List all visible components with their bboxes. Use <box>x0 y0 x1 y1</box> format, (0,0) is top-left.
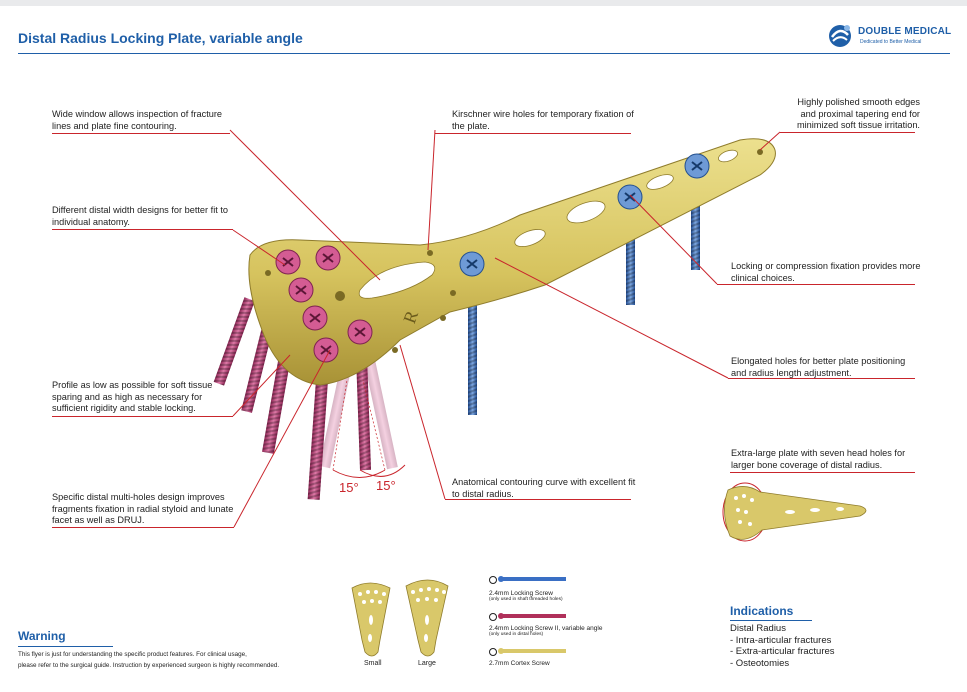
callout-rule <box>780 132 915 133</box>
screw-name: 2.4mm Locking Screw II, variable angle <box>489 625 603 632</box>
angle-label-left: 15° <box>339 480 359 495</box>
large-plate-thumb <box>405 579 449 657</box>
screw-bullet <box>489 613 497 621</box>
callout-rule <box>435 133 631 134</box>
screw-bullet <box>489 576 497 584</box>
callout-rule <box>445 499 631 500</box>
distal-screws-pink <box>213 297 398 500</box>
size-label-large: Large <box>418 660 436 667</box>
indications-divider <box>730 620 812 621</box>
brand-name: DOUBLE MEDICAL <box>858 26 952 37</box>
callout-kirschner: Kirschner wire holes for temporary fixat… <box>452 109 634 131</box>
screw-name: 2.4mm Locking Screw <box>489 590 553 597</box>
screw-name: 2.7mm Cortex Screw <box>489 660 550 667</box>
callout-rule <box>52 527 234 528</box>
warning-divider <box>18 646 113 647</box>
warning-line: This flyer is just for understanding the… <box>18 651 247 658</box>
warning-title: Warning <box>18 629 66 643</box>
callout-rule <box>52 229 233 230</box>
indication-item: Distal Radius <box>730 623 786 634</box>
callout-profile: Profile as low as possible for soft tiss… <box>52 380 213 413</box>
screw-item: 2.7mm Cortex Screw <box>489 660 550 667</box>
shaft-screws-blue <box>468 170 700 415</box>
screw-legend-icons <box>498 576 566 654</box>
callout-extra-large: Extra-large plate with seven head holes … <box>731 448 906 470</box>
callout-anatomical: Anatomical contouring curve with excelle… <box>452 477 636 499</box>
callout-rule <box>52 416 233 417</box>
indication-item: - Extra-articular fractures <box>730 646 835 657</box>
screw-item: 2.4mm Locking Screw II, variable angle (… <box>489 625 602 637</box>
plate-body <box>248 138 776 386</box>
callout-rule <box>52 133 230 134</box>
page-title: Distal Radius Locking Plate, variable an… <box>18 30 303 46</box>
warning-line: please refer to the surgical guide. Inst… <box>18 662 280 669</box>
size-label-small: Small <box>364 660 382 667</box>
title-divider <box>18 53 950 54</box>
callout-wide-window: Wide window allows inspection of fractur… <box>52 109 223 131</box>
warning-text: This flyer is just for understanding the… <box>18 649 338 671</box>
callout-rule <box>717 284 915 285</box>
screw-bullet <box>489 648 497 656</box>
indication-item: - Osteotomies <box>730 657 790 669</box>
angle-label-right: 15° <box>376 478 396 493</box>
callout-distal-width: Different distal width designs for bette… <box>52 205 229 227</box>
extra-large-plate-thumb <box>722 482 867 542</box>
page-top-border <box>0 0 967 6</box>
screw-note: (only used in shaft threaded holes) <box>489 597 563 602</box>
indications-title: Indications <box>730 604 794 618</box>
callout-polished: Highly polished smooth edges and proxima… <box>796 97 920 130</box>
callout-locking: Locking or compression fixation provides… <box>731 261 921 283</box>
screw-item: 2.4mm Locking Screw (only used in shaft … <box>489 590 563 602</box>
indication-item: - Intra-articular fractures <box>730 634 832 646</box>
indications-list: Distal Radius - Intra-articular fracture… <box>730 623 835 669</box>
callout-elongated: Elongated holes for better plate positio… <box>731 356 906 378</box>
double-medical-logo-icon <box>829 25 851 47</box>
brand-tagline: Dedicated to Better Medical <box>860 39 922 45</box>
callout-rule <box>730 472 915 473</box>
callout-multi-holes: Specific distal multi-holes design impro… <box>52 492 234 525</box>
small-plate-thumb <box>351 582 391 657</box>
screw-note: (only used in distal holes) <box>489 632 544 637</box>
callout-rule <box>728 378 915 379</box>
